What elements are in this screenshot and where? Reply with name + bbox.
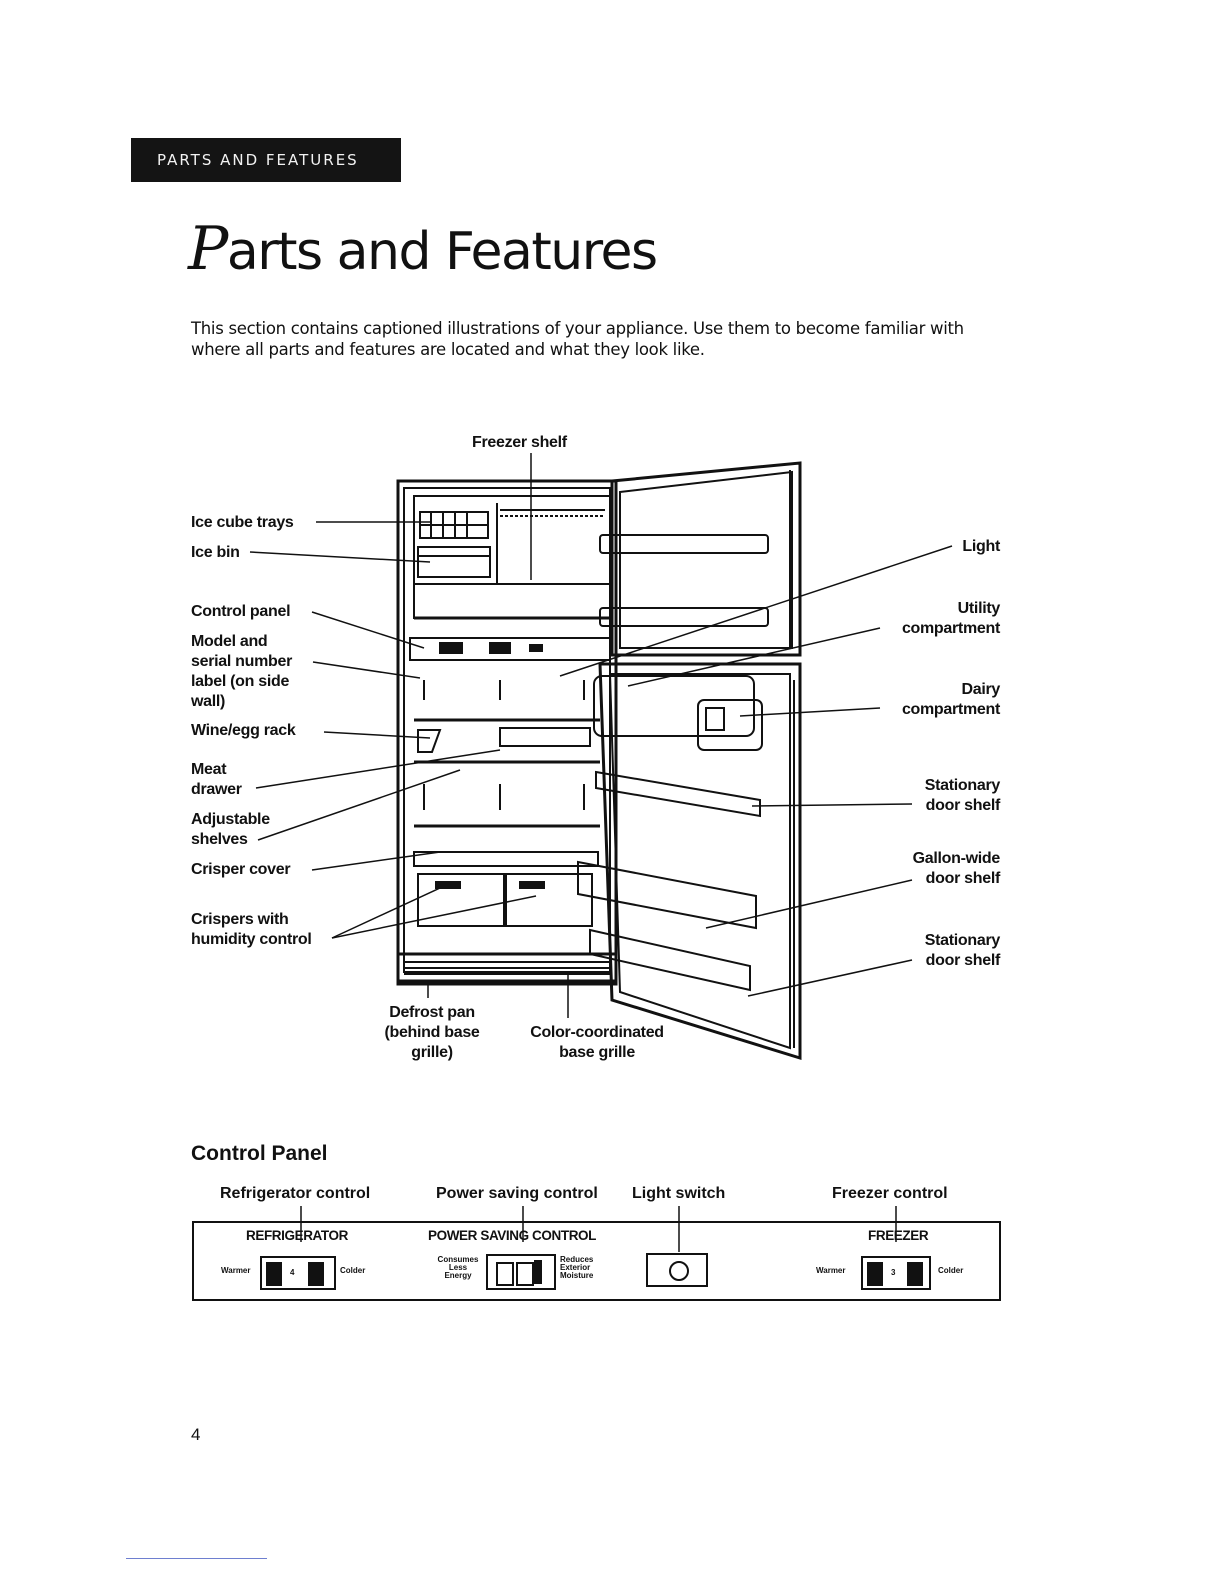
power-saving-switch[interactable]	[486, 1254, 556, 1290]
label-freezer-shelf: Freezer shelf	[472, 434, 567, 451]
label-ice-cube-trays: Ice cube trays	[191, 514, 294, 531]
control-panel-callout-lines	[300, 1206, 897, 1252]
fresh-food-door	[577, 662, 802, 1061]
leader-lines	[249, 453, 953, 1018]
refrigerator-illustration	[249, 453, 953, 1061]
callout-refrigerator-control: Refrigerator control	[220, 1185, 371, 1202]
freezer-control-slider[interactable]: 3	[861, 1256, 931, 1290]
label-crisper-cover: Crisper cover	[191, 861, 291, 878]
title-rest: arts and Features	[226, 222, 658, 282]
refrigerator-colder-label: Colder	[340, 1266, 366, 1275]
title-initial: P	[188, 214, 228, 284]
page-number: 4	[191, 1425, 201, 1444]
callout-power-saving-control: Power saving control	[436, 1185, 598, 1202]
cabinet-outline	[396, 479, 618, 986]
freezer-colder-label: Colder	[938, 1266, 964, 1275]
label-light: Light	[962, 538, 1000, 555]
footer-rule	[126, 1558, 267, 1559]
freezer-warmer-label: Warmer	[816, 1266, 846, 1275]
section-tab: PARTS AND FEATURES	[131, 138, 401, 182]
light-switch-circle-icon	[669, 1261, 689, 1281]
intro-paragraph: This section contains captioned illustra…	[191, 319, 964, 359]
label-control-panel: Control panel	[191, 603, 291, 620]
light-switch[interactable]	[646, 1253, 708, 1287]
callout-freezer-control: Freezer control	[832, 1185, 948, 1202]
refrigerator-warmer-label: Warmer	[221, 1266, 251, 1275]
refrigerator-caption: REFRIGERATOR	[246, 1228, 348, 1243]
label-wine-egg-rack: Wine/egg rack	[191, 722, 296, 739]
power-saving-caption: POWER SAVING CONTROL	[428, 1228, 597, 1243]
freezer-caption: FREEZER	[868, 1228, 929, 1243]
callout-light-switch: Light switch	[632, 1185, 726, 1202]
label-ice-bin: Ice bin	[191, 544, 240, 561]
control-panel-heading: Control Panel	[191, 1142, 328, 1165]
control-panel-diagram: REFRIGERATOR Warmer 4 Colder POWER SAVIN…	[192, 1221, 1001, 1301]
refrigerator-control-slider[interactable]: 4	[260, 1256, 336, 1290]
page-title: Parts and Features	[188, 214, 658, 284]
